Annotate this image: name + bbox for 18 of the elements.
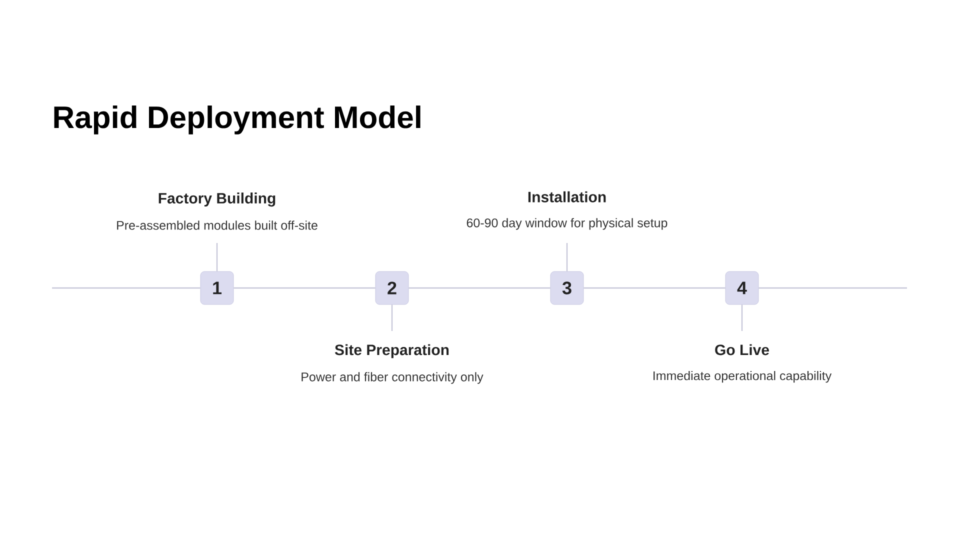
- timeline-line: [408, 287, 550, 289]
- connector-line: [741, 304, 743, 331]
- step-number-box: 4: [725, 271, 759, 305]
- timeline-line: [758, 287, 907, 289]
- step-label: Factory Building Pre-assembled modules built off-site: [117, 192, 318, 230]
- step-number-box: 3: [550, 271, 584, 305]
- slide-title: Rapid Deployment Model: [54, 106, 420, 134]
- step-number-box: 1: [200, 271, 234, 305]
- connector-line: [216, 243, 218, 272]
- step-label: Installation 60-90 day window for physical setup: [466, 191, 668, 230]
- step-number-box: 2: [375, 271, 409, 305]
- timeline-line: [234, 287, 376, 289]
- timeline-line: [584, 287, 726, 289]
- timeline-line: [52, 287, 200, 289]
- connector-line: [391, 304, 393, 331]
- step-label: Site Preparation Power and fiber connectivity only: [302, 344, 484, 384]
- connector-line: [566, 243, 568, 272]
- step-label: Go Live Immediate operational capability: [654, 344, 832, 383]
